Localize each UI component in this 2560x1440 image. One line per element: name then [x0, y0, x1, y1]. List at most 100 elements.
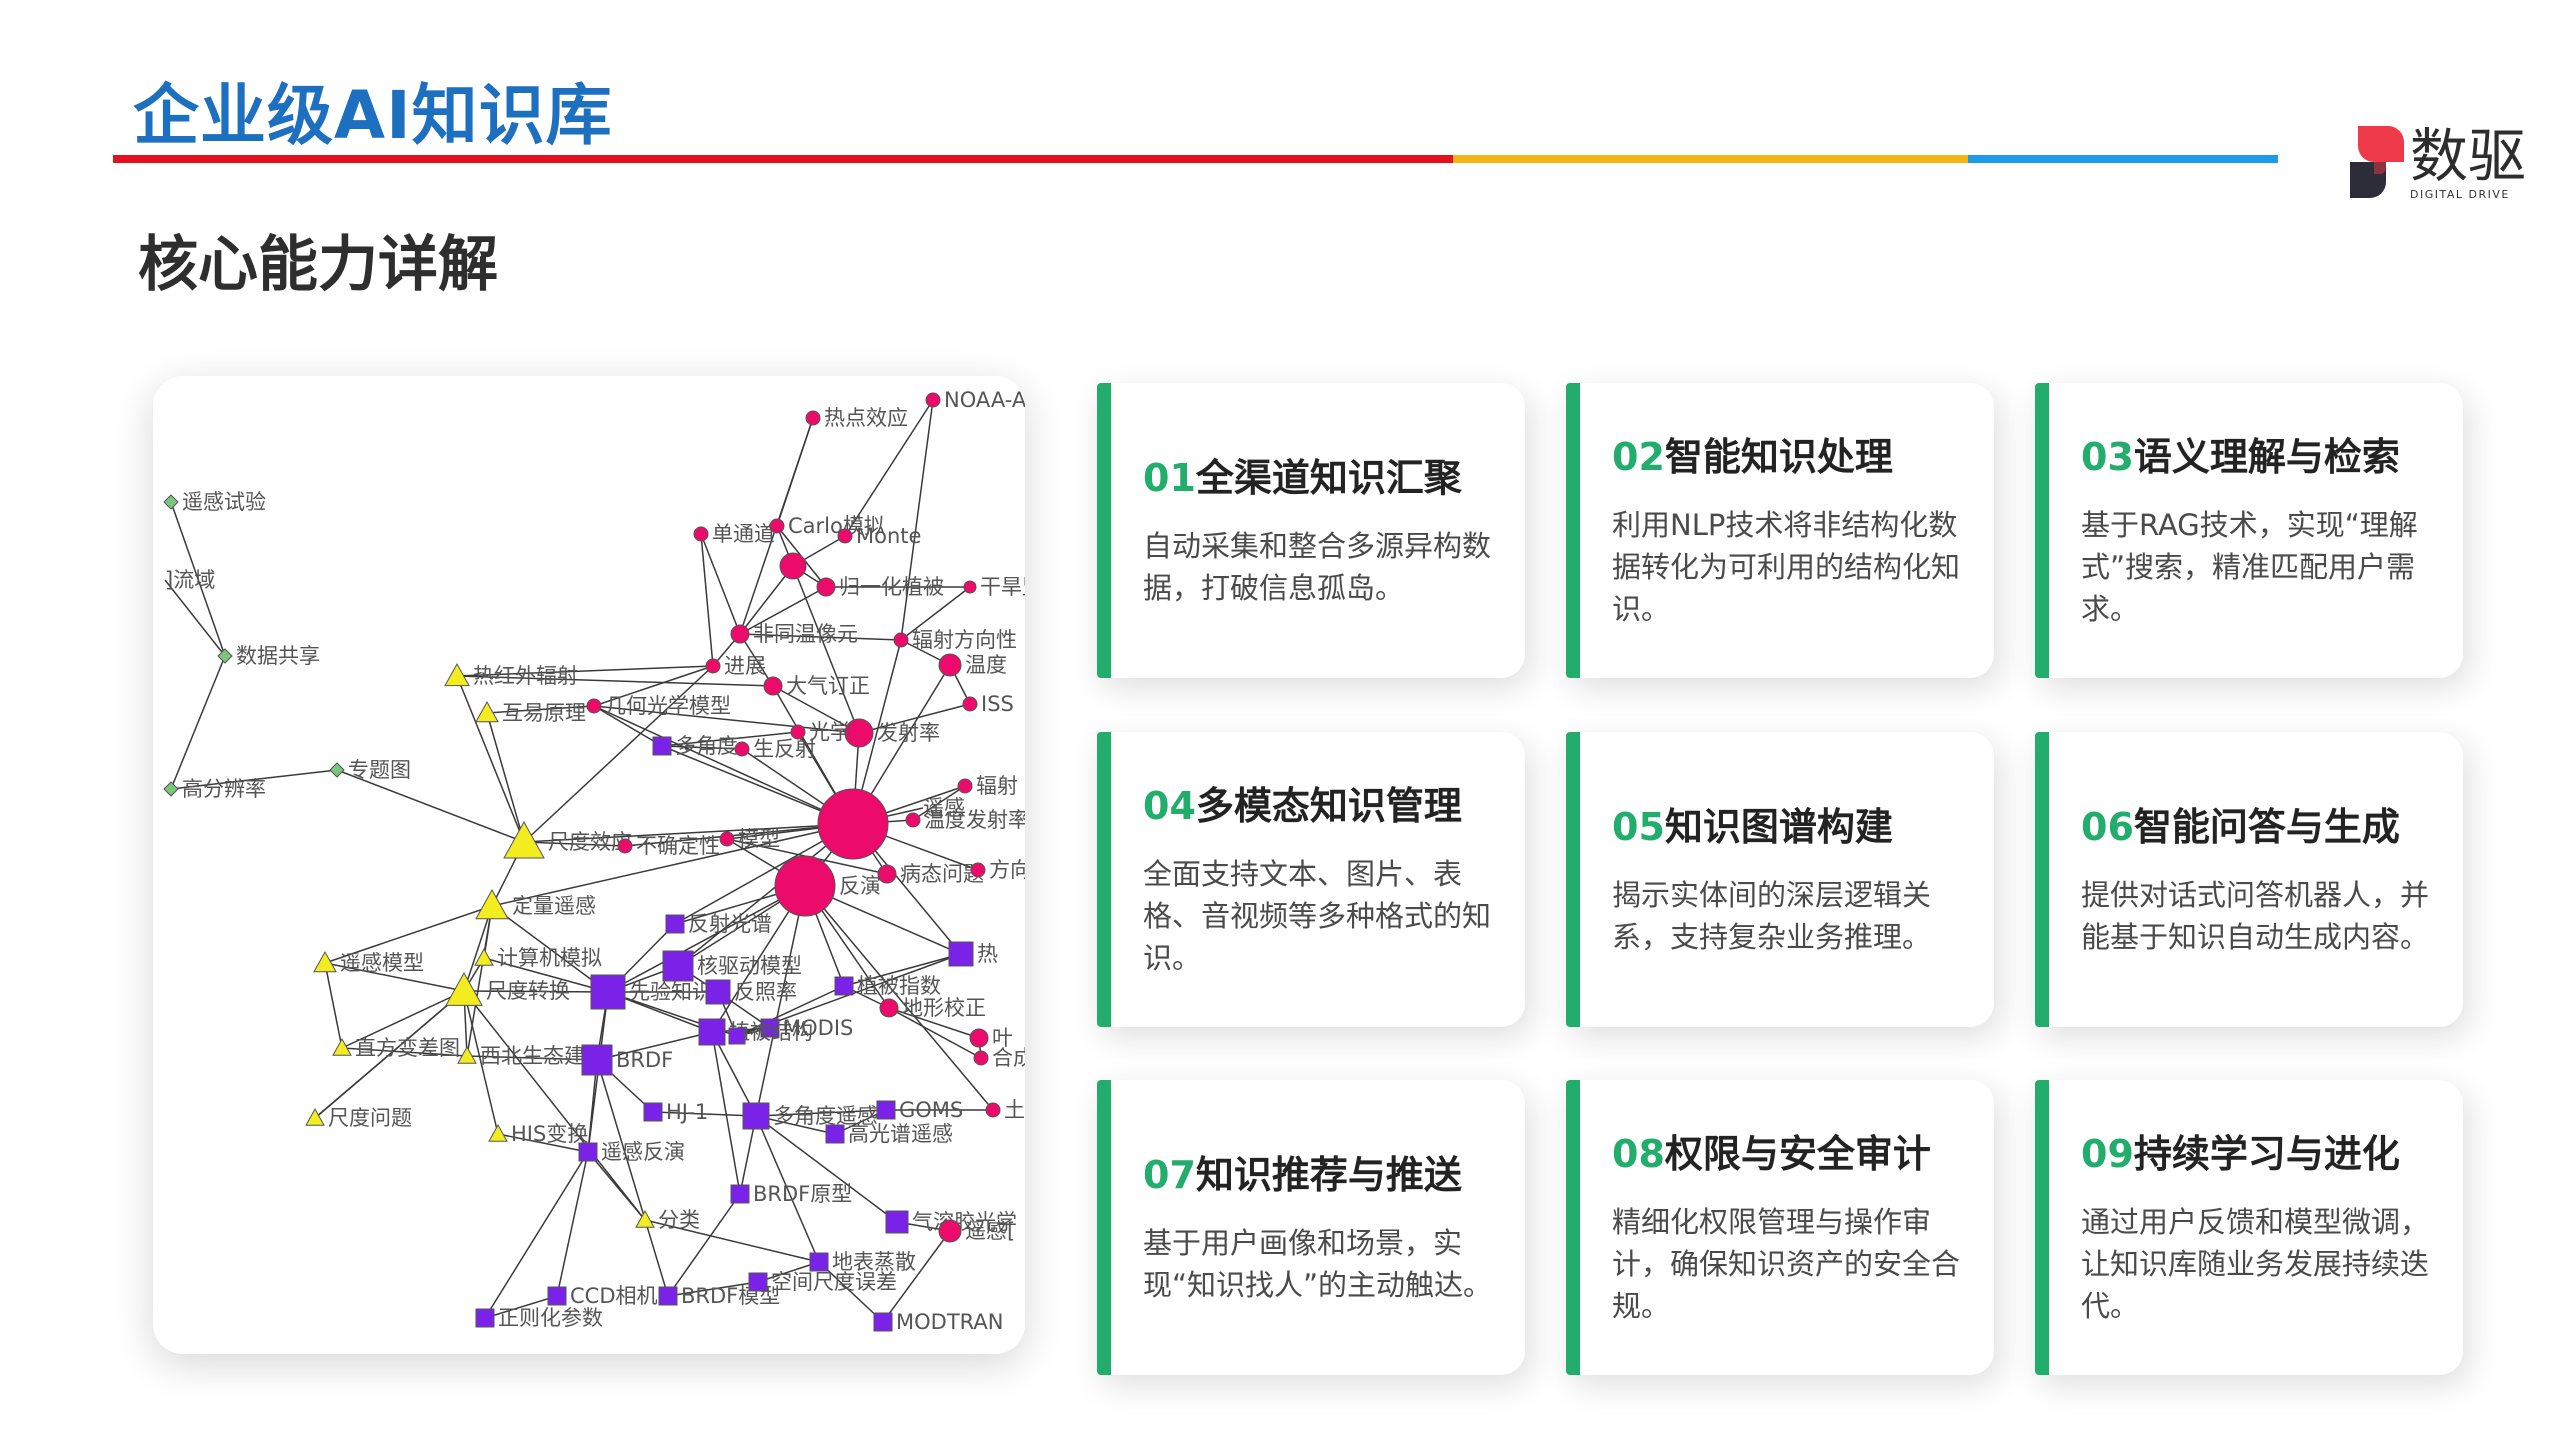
graph-edge	[755, 885, 806, 1117]
graph-node-label: 地形校正	[902, 996, 986, 1020]
graph-node: 大气订正	[763, 674, 870, 698]
graph-edge	[324, 962, 343, 1049]
graph-node: 模型	[719, 827, 780, 851]
graph-node-label: 分类	[658, 1208, 700, 1232]
graph-edge	[170, 769, 338, 790]
graph-node-marker	[635, 1209, 655, 1228]
graph-node: HJ-1	[643, 1100, 708, 1124]
graph-node-label: 进展	[724, 654, 766, 678]
knowledge-graph: 热点效应NOAA-A遥感试验单通道Carlo模拟Monte]流域归一化植被干旱监…	[163, 388, 1025, 1334]
graph-edge	[170, 501, 226, 657]
graph-edge	[593, 705, 663, 747]
card-title-text: 智能知识处理	[1664, 434, 1893, 479]
graph-node: 热	[948, 941, 998, 967]
graph-node-marker	[581, 1044, 613, 1076]
graph-edge	[844, 399, 934, 537]
graph-edge	[593, 665, 714, 707]
graph-edge	[644, 1219, 820, 1263]
graph-node-label: ]流域	[165, 568, 215, 592]
graph-node-marker	[705, 658, 721, 674]
card-number: 07	[1143, 1152, 1196, 1197]
graph-node-label: 反演	[839, 874, 881, 898]
card-number: 09	[2081, 1131, 2134, 1176]
graph-node-marker	[217, 648, 233, 664]
graph-node-marker	[457, 1045, 477, 1064]
graph-node-marker	[969, 1028, 989, 1048]
graph-node-marker	[970, 862, 986, 878]
graph-node: MODTRAN	[873, 1310, 1003, 1334]
header-stripe-blue	[1968, 155, 2278, 163]
graph-node: 气溶胶光学	[885, 1210, 1017, 1234]
graph-node-label: 反射光谱	[688, 912, 772, 936]
graph-node: 病态问题	[877, 862, 984, 886]
graph-node-label: GOMS	[899, 1098, 963, 1122]
graph-node: 计算机模拟	[474, 946, 602, 970]
graph-edge	[456, 675, 525, 843]
graph-node-label: 正则化参数	[498, 1306, 603, 1330]
graph-node: 遥感反演	[578, 1140, 685, 1164]
graph-edge	[652, 1111, 757, 1117]
graph-node: BRDF	[581, 1044, 673, 1076]
graph-edge	[858, 703, 971, 734]
graph-node-marker	[844, 718, 874, 748]
card-description: 利用NLP技术将非结构化数据转化为可利用的结构化知识。	[1612, 507, 1961, 626]
graph-node-marker	[748, 1272, 768, 1292]
graph-node-marker	[963, 580, 977, 594]
card-description: 通过用户反馈和模型微调，让知识库随业务发展持续迭代。	[2081, 1204, 2430, 1323]
graph-node-marker	[805, 410, 821, 426]
card-description: 基于RAG技术，实现“理解式”搜索，精准匹配用户需求。	[2081, 507, 2418, 626]
graph-edge	[700, 533, 741, 635]
graph-node: 高分辨率	[163, 777, 266, 801]
graph-node: 植被指数	[834, 974, 941, 998]
graph-node: 尺度转换	[445, 971, 570, 1006]
graph-node-label: 尺度转换	[486, 979, 570, 1003]
graph-node-marker	[163, 781, 179, 797]
capability-card-06: 06智能问答与生成 提供对话式问答机器人，并能基于知识自动生成内容。	[2035, 732, 2463, 1027]
graph-edge	[900, 399, 934, 641]
graph-node-label: 辐射	[976, 774, 1018, 798]
graph-node-marker	[643, 1102, 663, 1122]
graph-node-label: 数据共享	[236, 644, 320, 668]
capability-card-02: 02智能知识处理 利用NLP技术将非结构化数据转化为可利用的结构化知识。	[1566, 383, 1994, 678]
graph-edge	[341, 990, 465, 1049]
graph-node-label: 互易原理	[502, 701, 586, 725]
graph-node-label: BRDF	[616, 1048, 673, 1072]
graph-edge	[486, 705, 595, 714]
graph-edge	[711, 1031, 741, 1195]
capability-card-08: 08权限与安全审计 精细化权限管理与操作审计，确保知识资产的安全合规。	[1566, 1080, 1994, 1375]
graph-node: 热点效应	[805, 406, 908, 430]
graph-node: 地表蒸散	[809, 1250, 916, 1274]
graph-edge	[711, 1031, 757, 1117]
graph-node: 土壤	[985, 1098, 1025, 1122]
graph-node: 辐射	[957, 774, 1018, 798]
graph-node-label: 先验知识	[629, 980, 713, 1004]
graph-node: ]流域	[165, 568, 215, 592]
graph-node-label: 定量遥感	[512, 894, 596, 918]
graph-node-label: 土壤	[1004, 1098, 1025, 1122]
graph-node-label: ISS	[981, 692, 1014, 716]
card-title-text: 持续学习与进化	[2133, 1131, 2400, 1176]
graph-edge	[336, 769, 525, 843]
graph-node: 分类	[635, 1208, 700, 1232]
capability-card-01: 01全渠道知识汇聚 自动采集和整合多源异构数据，打破信息孤岛。	[1097, 383, 1525, 678]
graph-node: 反照率	[705, 979, 797, 1005]
graph-node-label: 专题图	[348, 758, 411, 782]
graph-node-label: 直方变差图	[355, 1036, 460, 1060]
card-title-text: 知识图谱构建	[1664, 804, 1893, 849]
graph-node-label: 反照率	[734, 980, 797, 1004]
capability-card-04: 04多模态知识管理 全面支持文本、图片、表格、音视频等多种格式的知识。	[1097, 732, 1525, 1027]
graph-edge	[792, 565, 860, 734]
graph-node: 直方变差图	[332, 1036, 460, 1060]
graph-node-label: 非同温像元	[753, 622, 858, 646]
graph-node: 遥感模型	[313, 950, 424, 975]
graph-node-marker	[652, 736, 672, 756]
graph-edge	[677, 823, 854, 967]
card-title: 03语义理解与检索	[2081, 432, 2463, 482]
graph-node: 互易原理	[475, 700, 586, 725]
graph-node-label: 尺度问题	[328, 1106, 412, 1130]
graph-node-marker	[816, 577, 836, 597]
graph-node-label: 辐射方向性	[912, 628, 1017, 652]
graph-node: 遥感	[923, 796, 965, 820]
graph-node-marker	[332, 1037, 352, 1056]
graph-edge	[456, 665, 714, 677]
